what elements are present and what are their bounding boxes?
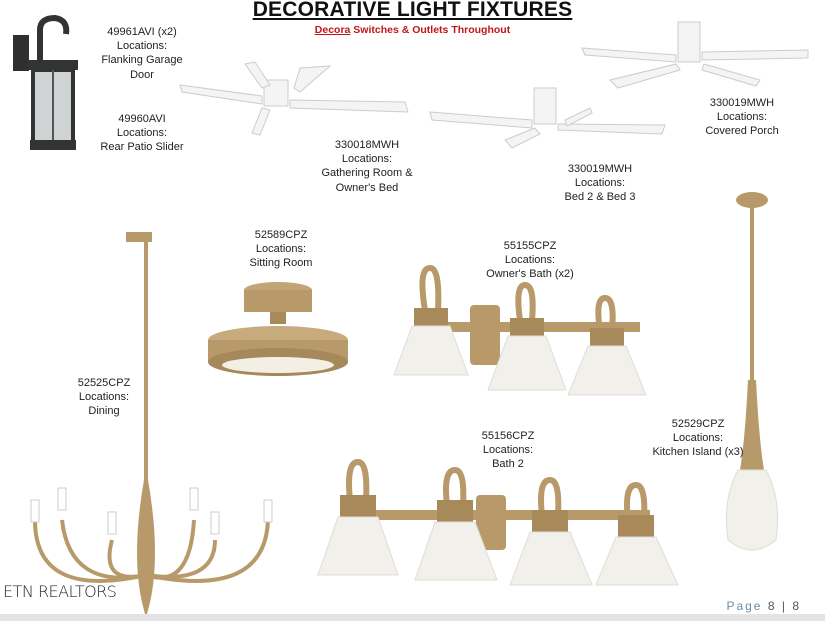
page-number: Page 8 | 8 — [726, 599, 801, 613]
subtitle-brand: Decora — [314, 24, 351, 36]
ceiling-fan-image — [429, 87, 666, 149]
vanity-3-light-image — [393, 264, 647, 396]
chandelier-image — [30, 232, 273, 618]
ceiling-fan-image — [179, 61, 409, 136]
semi-flush-mount-image — [208, 282, 348, 376]
watermark: ETN REALTORS — [3, 582, 117, 601]
pendant-image — [725, 192, 779, 551]
wall-lantern-image — [13, 14, 78, 150]
footer-bar — [0, 614, 825, 621]
page-title: DECORATIVE LIGHT FIXTURES — [252, 0, 573, 21]
vanity-4-light-image — [317, 458, 679, 586]
subtitle-rest: Switches & Outlets Throughout — [350, 24, 511, 36]
ceiling-fan-image — [581, 21, 809, 89]
subtitle: Decora Switches & Outlets Throughout — [0, 24, 825, 36]
